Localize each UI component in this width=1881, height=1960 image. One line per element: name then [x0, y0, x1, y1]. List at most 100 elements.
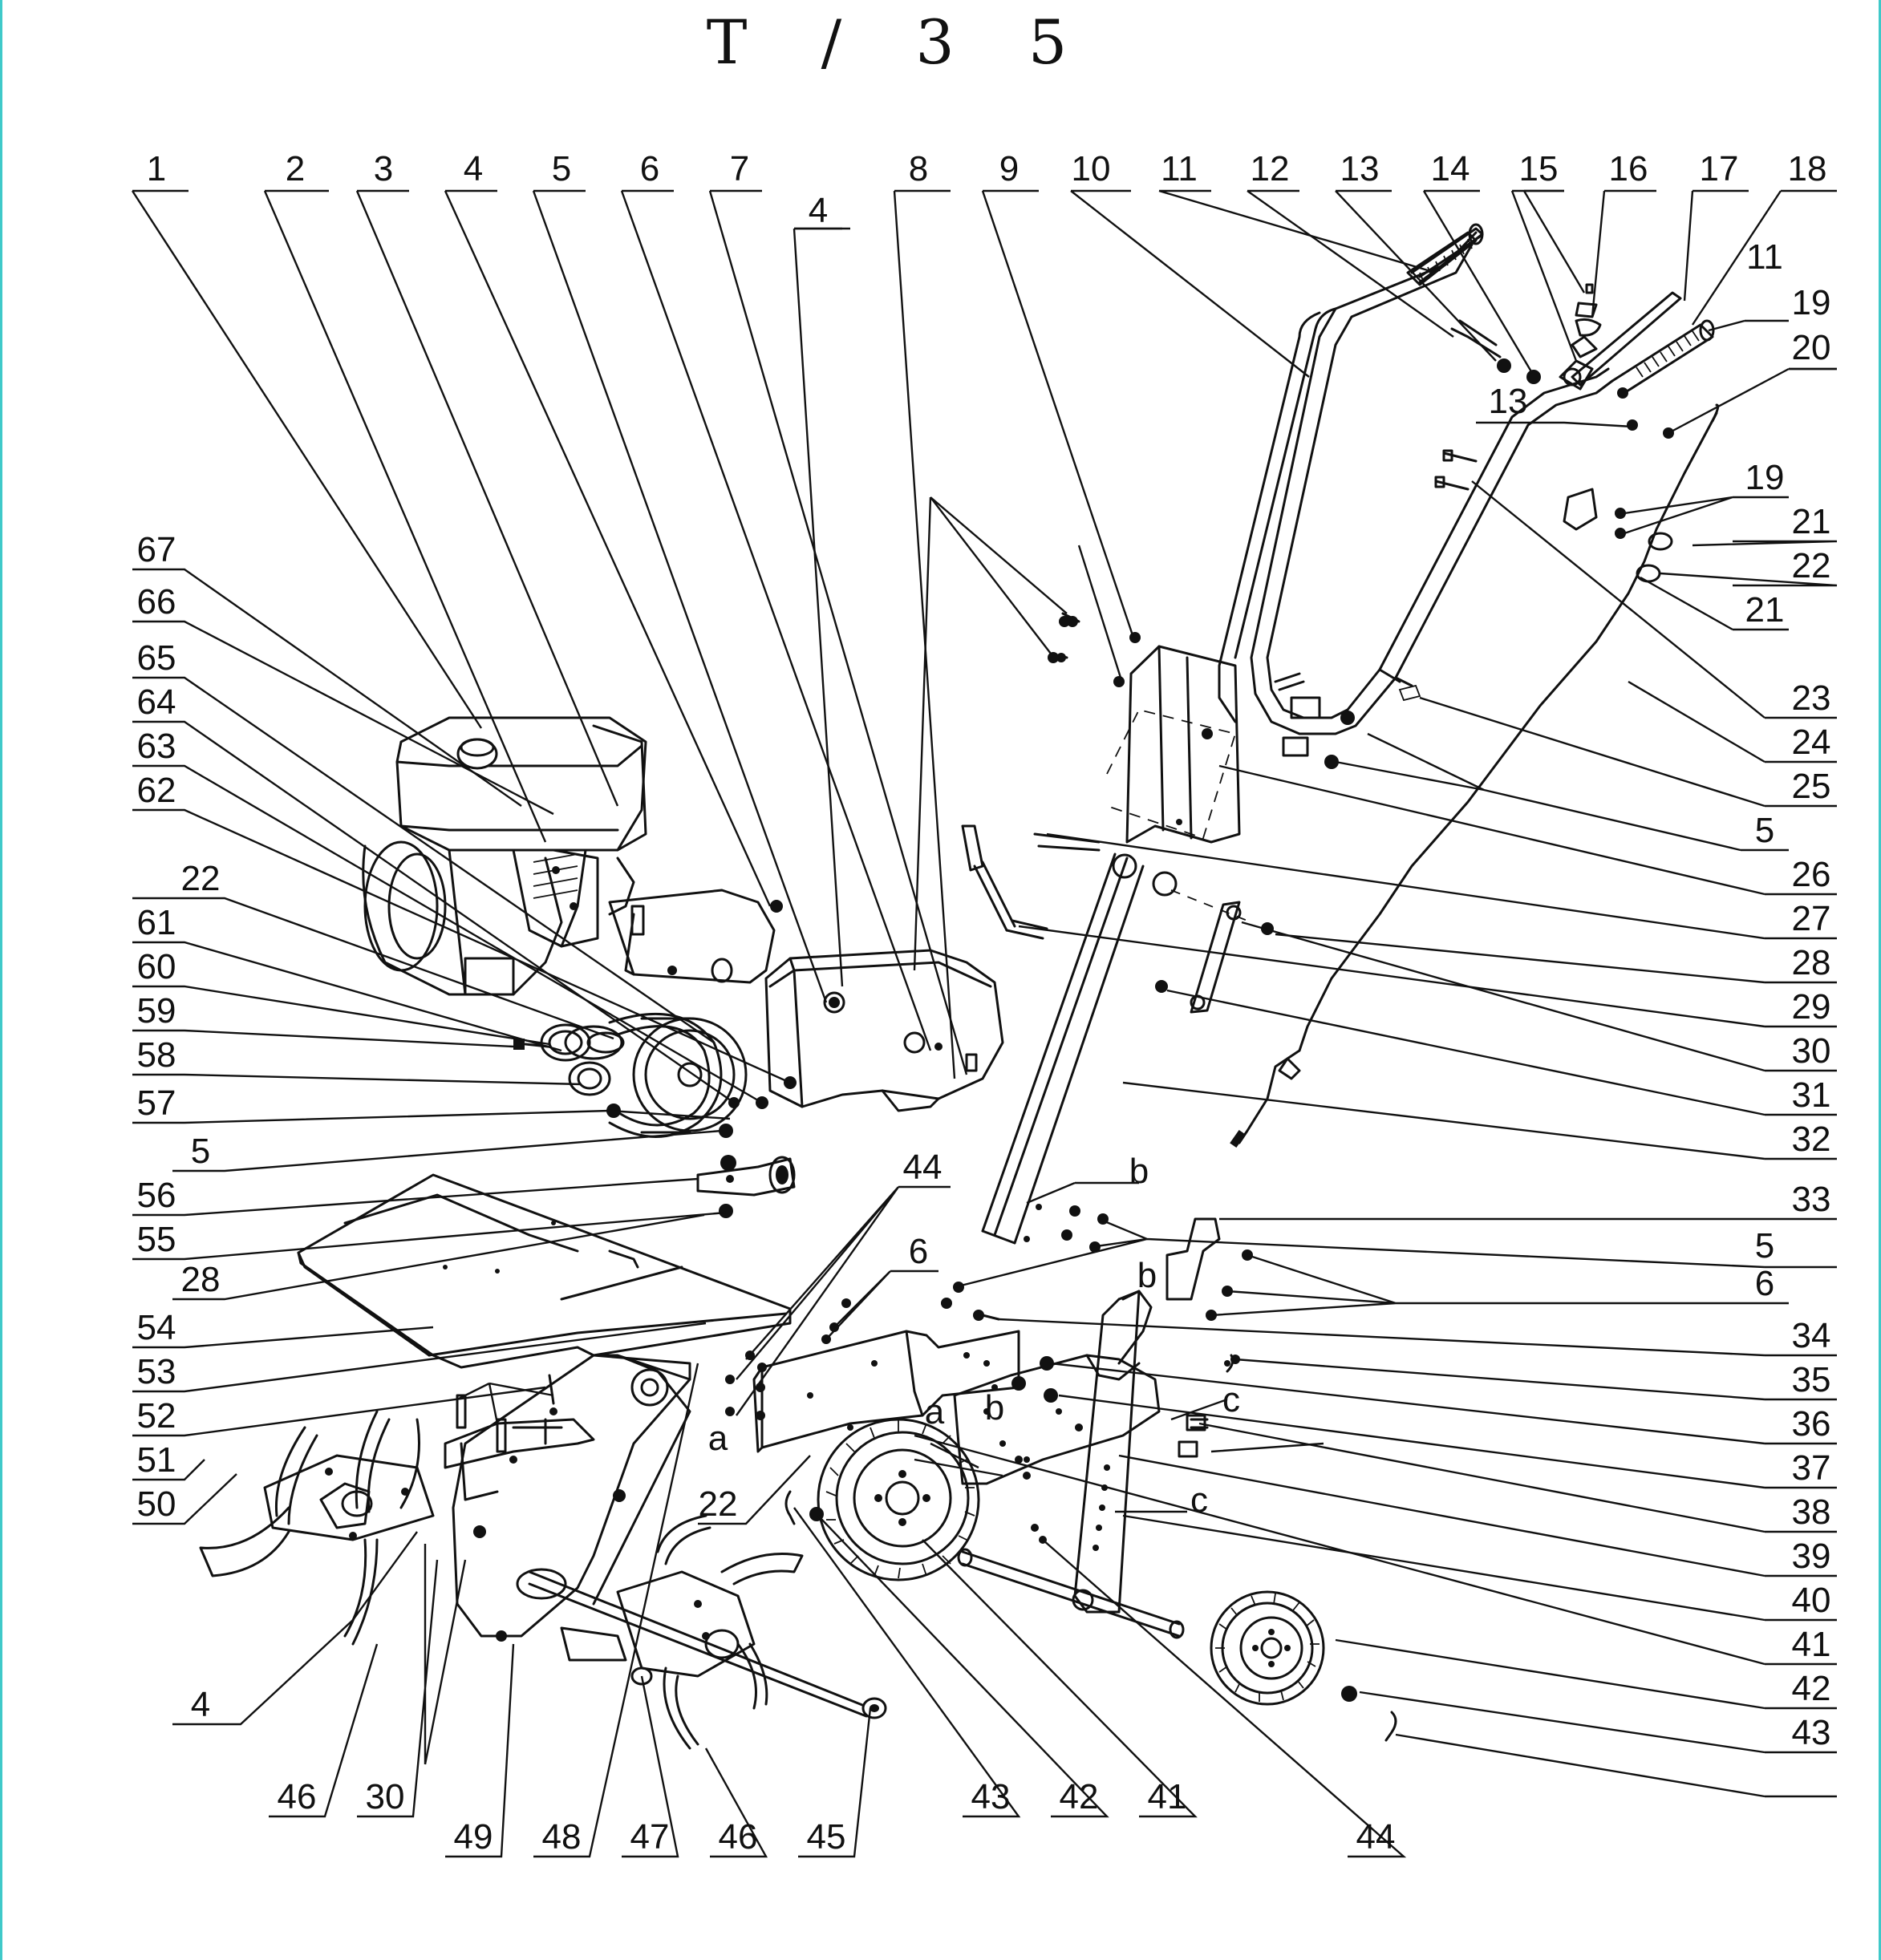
wheel-height-bracket [1072, 1290, 1141, 1614]
callout-r-25: 25 [1792, 767, 1831, 806]
right-wheel [1210, 1590, 1397, 1742]
callout-l-59: 59 [137, 991, 176, 1031]
callout-6: 6 [640, 149, 659, 188]
callout-b-45: 45 [807, 1817, 846, 1857]
callout-4-second: 4 [809, 191, 828, 230]
callout-r-13: 13 [1489, 382, 1528, 421]
callout-l-64: 64 [137, 682, 176, 722]
callout-14: 14 [1431, 149, 1470, 188]
callout-1: 1 [147, 149, 166, 188]
callout-r-19: 19 [1792, 283, 1831, 322]
height-adjust-lever [961, 824, 1101, 940]
callout-9: 9 [999, 149, 1019, 188]
callouts-middle: 44 6 a 22 a b c c b b [699, 1148, 1240, 1524]
callout-r-32: 32 [1792, 1120, 1831, 1159]
callout-b-42: 42 [1060, 1777, 1099, 1816]
callout-r-36: 36 [1792, 1404, 1831, 1444]
callout-r-30: 30 [1792, 1031, 1831, 1071]
callout-r-24: 24 [1792, 723, 1831, 762]
left-wheel [817, 1418, 980, 1581]
callout-11: 11 [1161, 149, 1198, 188]
callout-r-11: 11 [1746, 237, 1783, 277]
callouts-right: 11 19 20 13 19 21 22 21 23 24 25 5 26 27… [1489, 237, 1831, 1752]
callout-r-42: 42 [1792, 1669, 1831, 1708]
right-tines-and-shaft [528, 1514, 887, 1750]
callout-l-58: 58 [137, 1035, 176, 1075]
callout-b-30: 30 [366, 1777, 405, 1816]
callout-10: 10 [1072, 149, 1111, 188]
callouts-left: 67 66 65 64 63 62 22 61 60 59 58 57 5 56… [137, 530, 221, 1524]
callout-l-28: 28 [181, 1260, 221, 1299]
callout-l-50: 50 [137, 1484, 176, 1524]
callout-8: 8 [909, 149, 928, 188]
callout-l-57: 57 [137, 1083, 176, 1123]
callout-l-51: 51 [137, 1440, 176, 1480]
bottom-cover-plate [297, 1173, 792, 1369]
callout-r-28: 28 [1792, 943, 1831, 982]
callout-m-22: 22 [699, 1484, 738, 1524]
link-plate [1155, 889, 1274, 1014]
callout-r-21: 21 [1792, 502, 1831, 541]
callout-l-65: 65 [137, 638, 176, 678]
callout-r-23: 23 [1792, 678, 1831, 718]
callout-b-41: 41 [1148, 1777, 1187, 1816]
callout-m-b-low: b [985, 1388, 1004, 1427]
callout-r-22: 22 [1792, 546, 1831, 585]
left-tines [199, 1410, 435, 1646]
callout-5: 5 [552, 149, 571, 188]
callout-b-49: 49 [454, 1817, 493, 1857]
callout-7: 7 [730, 149, 749, 188]
callout-r-5: 5 [1755, 811, 1774, 850]
right-grip [1611, 319, 1715, 395]
leader-lines [131, 189, 1838, 1858]
callout-m-a-left: a [708, 1419, 728, 1458]
callout-l-53: 53 [137, 1352, 176, 1391]
callout-m-6: 6 [909, 1232, 928, 1271]
callout-r-26: 26 [1792, 855, 1831, 894]
callout-b-46b: 46 [719, 1817, 758, 1857]
callout-b-44: 44 [1356, 1817, 1396, 1857]
callout-b-48: 48 [542, 1817, 582, 1857]
callout-l-66: 66 [137, 582, 176, 622]
callout-17: 17 [1700, 149, 1739, 188]
callout-l-62: 62 [137, 771, 176, 810]
callout-r-5b: 5 [1755, 1226, 1774, 1265]
callout-3: 3 [374, 149, 393, 188]
callout-r-35: 35 [1792, 1360, 1831, 1399]
callout-r-20: 20 [1792, 328, 1831, 367]
callout-m-44: 44 [903, 1148, 943, 1187]
callout-2: 2 [286, 149, 305, 188]
callout-l-61: 61 [137, 903, 176, 942]
callout-b-47: 47 [630, 1817, 670, 1857]
callouts-top: 1 2 3 4 5 6 7 8 9 10 11 12 13 14 15 16 1… [147, 149, 1827, 230]
callout-r-6: 6 [1755, 1264, 1774, 1303]
callout-r-27: 27 [1792, 899, 1831, 938]
callout-l-5: 5 [191, 1132, 210, 1171]
left-edge-bar [0, 0, 2, 1960]
callout-15: 15 [1519, 149, 1559, 188]
callout-r-43: 43 [1792, 1713, 1831, 1752]
wheel-axle-fasteners [1015, 1456, 1047, 1544]
upper-clamp-bracket [1106, 645, 1241, 844]
callout-b-43: 43 [971, 1777, 1011, 1816]
callout-l-22: 22 [181, 859, 221, 898]
belt-guard-housing [764, 949, 1004, 1112]
callout-r-40: 40 [1792, 1581, 1831, 1620]
mid-bolts [1048, 612, 1080, 663]
callout-r-19b: 19 [1745, 458, 1785, 497]
right-edge-bar [1879, 0, 1881, 1960]
callout-l-54: 54 [137, 1308, 176, 1347]
callout-l-52: 52 [137, 1396, 176, 1436]
throttle-lever [1559, 291, 1682, 399]
callout-r-38: 38 [1792, 1492, 1831, 1532]
engine-mount-plate [696, 1156, 796, 1218]
callout-r-21b: 21 [1745, 590, 1785, 630]
guard-clamp-plate [444, 1374, 595, 1469]
frame-side-fasteners [725, 1351, 1240, 1458]
callout-b-4: 4 [191, 1685, 210, 1724]
callout-18: 18 [1788, 149, 1827, 188]
callout-l-63: 63 [137, 727, 176, 766]
callout-m-c: c [1190, 1480, 1208, 1520]
callout-r-41: 41 [1792, 1625, 1831, 1664]
